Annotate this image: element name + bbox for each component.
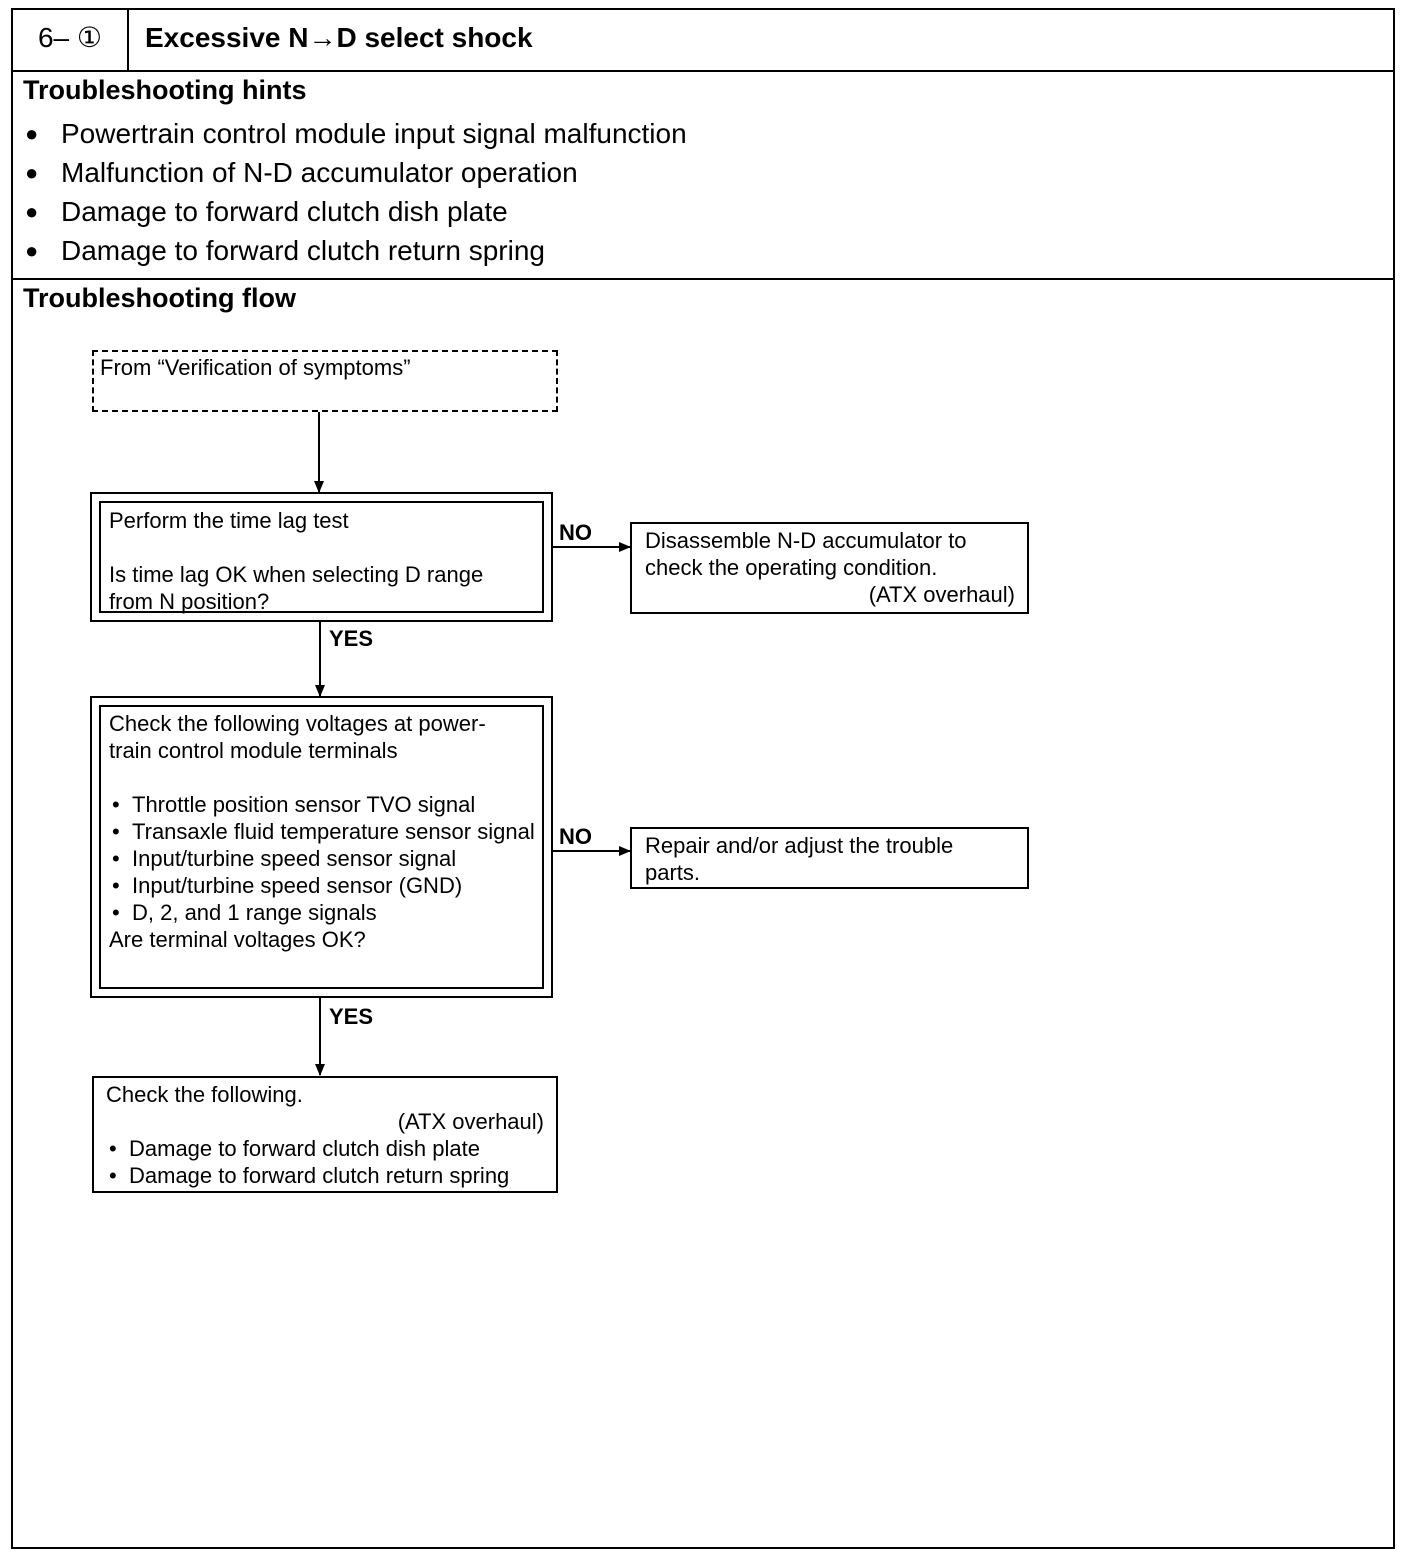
step3-ref: (ATX overhaul) (397, 1109, 544, 1134)
step1-no-box: Disassemble N-D accumulator to check the… (630, 522, 1029, 614)
step3-item: •Damage to forward clutch dish plate (109, 1136, 480, 1161)
step2-item: •Throttle position sensor TVO signal (112, 792, 476, 817)
step2-no-line2: parts. (645, 860, 701, 885)
step1-no-line1: Disassemble N-D accumulator to (645, 528, 967, 553)
step2-yes-label: YES (329, 1004, 374, 1029)
hint-item: ●Damage to forward clutch dish plate (23, 192, 687, 231)
step2-no-line1: Repair and/or adjust the trouble (645, 833, 954, 858)
step2-no-label: NO (559, 824, 592, 849)
step2-item: •Input/turbine speed sensor (GND) (112, 873, 463, 898)
header-row: 6– ① Excessive N→D select shock (13, 10, 1393, 72)
flow-heading: Troubleshooting flow (23, 283, 296, 313)
step2-item: •D, 2, and 1 range signals (112, 900, 377, 925)
step2-question: Are terminal voltages OK? (109, 927, 366, 952)
hint-item: ●Malfunction of N-D accumulator operatio… (23, 153, 687, 192)
bullet-icon: ● (25, 121, 39, 146)
section-code: 6– ① (13, 10, 129, 70)
step1-question-line2: from N position? (109, 589, 270, 614)
step3-box: Check the following. (ATX overhaul) •Dam… (92, 1076, 558, 1193)
bullet-icon: • (112, 846, 120, 871)
hints-heading: Troubleshooting hints (23, 75, 307, 105)
bullet-icon: • (112, 873, 120, 898)
troubleshooting-hints: Troubleshooting hints ●Powertrain contro… (13, 72, 1393, 280)
bullet-icon: ● (25, 160, 39, 185)
bullet-icon: • (109, 1163, 117, 1188)
start-label: From “Verification of symptoms” (100, 355, 411, 380)
step2-item: •Input/turbine speed sensor signal (112, 846, 457, 871)
step2-no-box: Repair and/or adjust the trouble parts. (630, 827, 1029, 889)
step2-item: •Transaxle fluid temperature sensor sign… (112, 819, 535, 844)
start-box: From “Verification of symptoms” (92, 350, 558, 412)
step3-line1: Check the following. (106, 1082, 303, 1107)
step2-line1: Check the following voltages at power- (109, 711, 486, 736)
step1-no-ref: (ATX overhaul) (868, 582, 1015, 607)
step2-line2: train control module terminals (109, 738, 398, 763)
step3-list: •Damage to forward clutch dish plate •Da… (106, 1135, 544, 1189)
step2-box: Check the following voltages at power- t… (90, 696, 553, 998)
troubleshooting-flow: Troubleshooting flow From “Verification … (13, 280, 1393, 1549)
step3-item: •Damage to forward clutch return spring (109, 1163, 510, 1188)
step2-list: •Throttle position sensor TVO signal •Tr… (109, 791, 537, 926)
page-title: Excessive N→D select shock (145, 22, 533, 53)
bullet-icon: • (109, 1136, 117, 1161)
step1-no-line2: check the operating condition. (645, 555, 938, 580)
step1-action: Perform the time lag test (109, 508, 349, 533)
step1-question-line1: Is time lag OK when selecting D range (109, 562, 484, 587)
hints-list: ●Powertrain control module input signal … (23, 114, 687, 270)
step1-yes-label: YES (329, 626, 374, 651)
document-frame: 6– ① Excessive N→D select shock Troubles… (11, 8, 1395, 1549)
bullet-icon: • (112, 900, 120, 925)
bullet-icon: ● (25, 199, 39, 224)
step1-no-label: NO (559, 520, 592, 545)
bullet-icon: • (112, 819, 120, 844)
hint-item: ●Powertrain control module input signal … (23, 114, 687, 153)
hint-item: ●Damage to forward clutch return spring (23, 231, 687, 270)
step1-box: Perform the time lag test Is time lag OK… (90, 492, 553, 622)
bullet-icon: • (112, 792, 120, 817)
bullet-icon: ● (25, 238, 39, 263)
flow-connectors (314, 412, 631, 1076)
